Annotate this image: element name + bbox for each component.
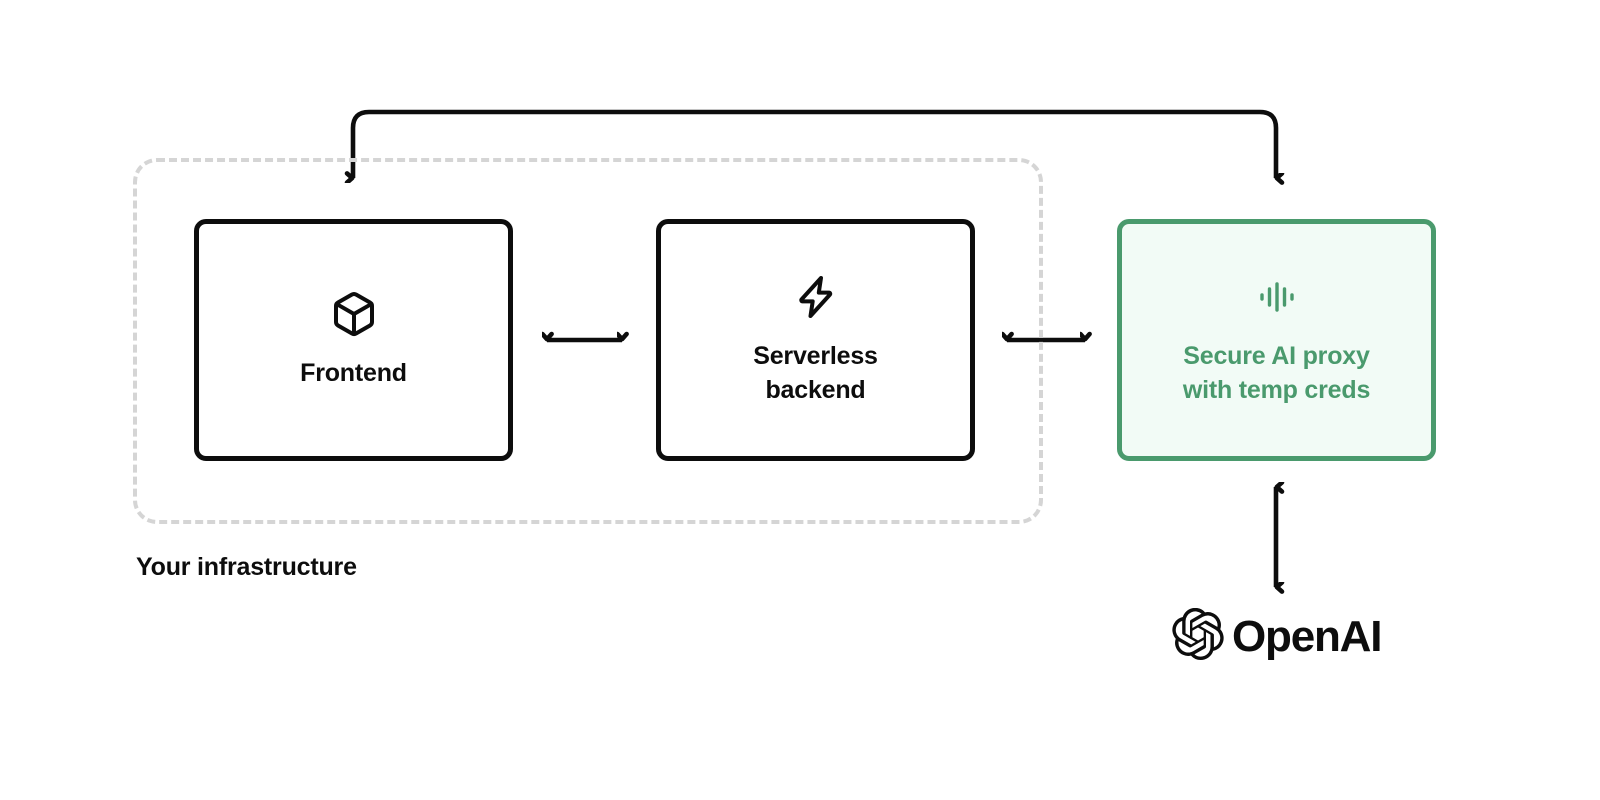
node-frontend-label: Frontend — [300, 358, 407, 387]
node-frontend[interactable]: Frontend — [194, 219, 513, 461]
node-secure-ai-proxy[interactable]: Secure AI proxy with temp creds — [1117, 219, 1436, 461]
openai-wordmark: OpenAI — [1232, 611, 1382, 661]
lightning-bolt-icon — [792, 273, 840, 326]
node-serverless-backend-label: Serverless backend — [753, 342, 878, 404]
cube-icon — [330, 290, 378, 343]
node-secure-ai-proxy-label: Secure AI proxy with temp creds — [1182, 342, 1371, 404]
infrastructure-label: Your infrastructure — [136, 553, 357, 581]
node-serverless-backend[interactable]: Serverless backend — [656, 219, 975, 461]
openai-logo-icon — [1172, 607, 1224, 665]
openai-brand: OpenAI — [1172, 607, 1382, 665]
infrastructure-boundary — [133, 158, 1043, 524]
audio-waveform-icon — [1253, 273, 1301, 326]
